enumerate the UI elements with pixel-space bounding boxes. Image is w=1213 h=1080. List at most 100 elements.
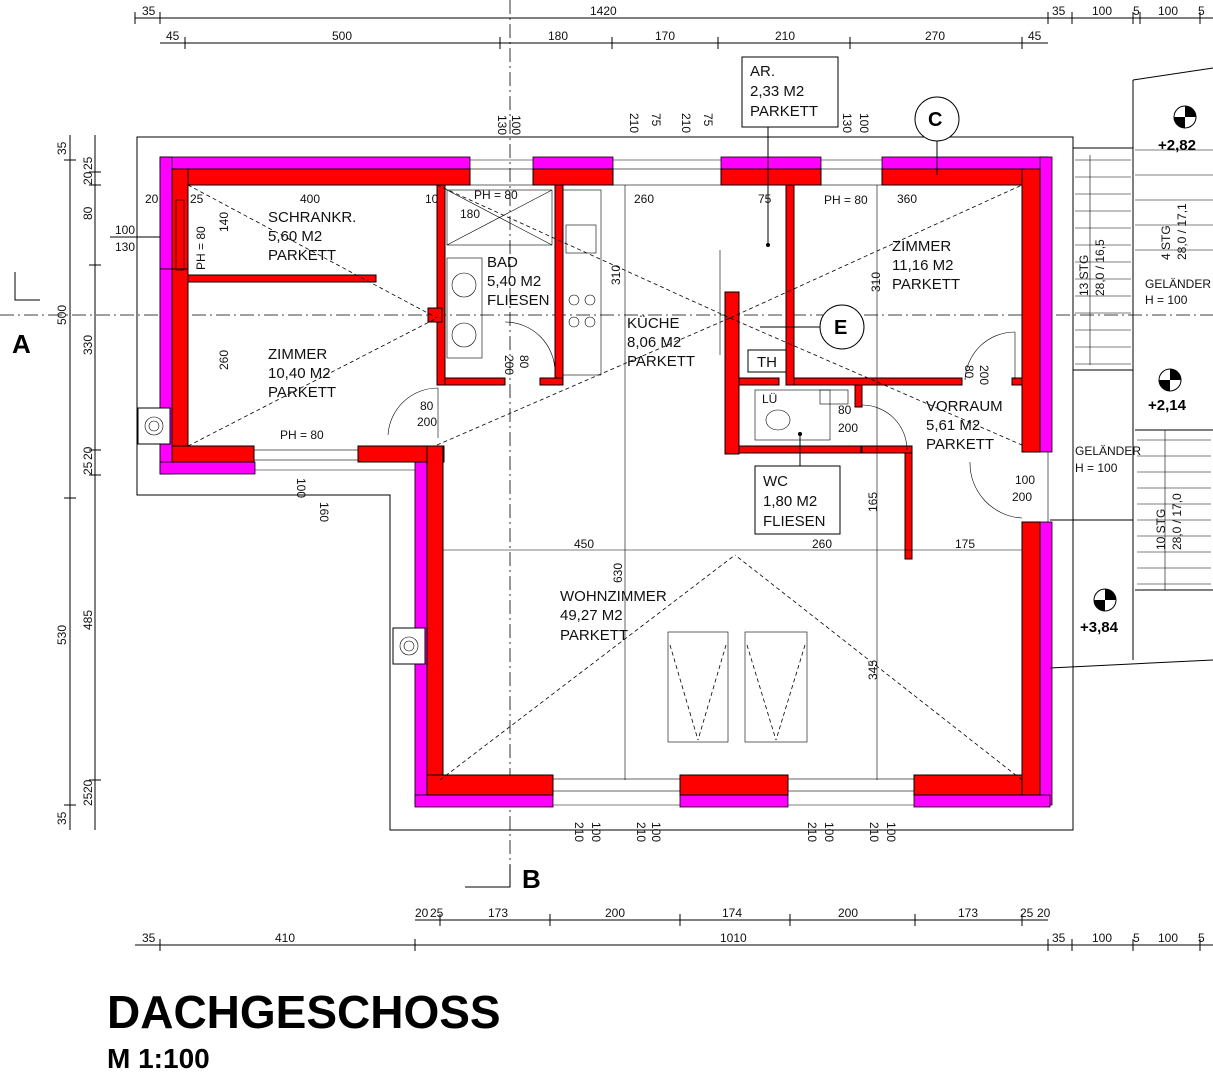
room-area: 5,61 M2: [926, 417, 980, 434]
door-3-width: 80: [962, 365, 976, 379]
room-area: 5,40 M2: [487, 273, 541, 290]
dim-left-485: 485: [81, 610, 95, 630]
dim-inner-100a: 100: [294, 478, 308, 498]
axis-lines: [0, 0, 1213, 870]
stairs-mid-count: 4 STG: [1159, 225, 1173, 260]
dim-inner-100b: 100: [509, 115, 523, 135]
room-area: 8,06 M2: [627, 334, 681, 351]
door-arcs: [387, 250, 1023, 519]
dim-left-500: 500: [55, 305, 69, 325]
room-vorraum: VORRAUM 5,61 M2 PARKETT: [926, 398, 1003, 453]
dim-inner-75a: 75: [649, 113, 663, 127]
windows: [175, 168, 915, 792]
room-name: SCHRANKR.: [268, 209, 356, 226]
room-schrankraum: SCHRANKR. 5,60 M2 PARKETT: [268, 209, 356, 264]
door-1-width: 80: [420, 399, 434, 413]
dim-top-35b: 35: [1052, 4, 1066, 18]
railing-height-2: H = 100: [1075, 461, 1118, 475]
room-wohnzimmer: WOHNZIMMER 49,27 M2 PARKETT: [560, 588, 667, 644]
axis-c-label: C: [928, 109, 942, 131]
page-title: DACHGESCHOSS: [107, 986, 501, 1038]
staircase: [1049, 67, 1213, 669]
dim-bottom2-1010: 1010: [720, 931, 747, 945]
dim-inner-360: 360: [897, 192, 917, 206]
door-4-width: 80: [838, 403, 852, 417]
th-box: [747, 349, 787, 373]
dim-bottom2-5b: 5: [1198, 931, 1205, 945]
dim-bottom2-35b: 35: [1052, 931, 1066, 945]
dim-inner-175: 175: [955, 537, 975, 551]
room-floor: PARKETT: [627, 353, 695, 370]
dim-left-25a: 25: [81, 156, 95, 170]
dim-left-35a: 35: [55, 141, 69, 155]
dim-bottom2-410: 410: [275, 931, 295, 945]
dim-bottom-200a: 200: [605, 906, 625, 920]
room-floor: PARKETT: [892, 276, 960, 293]
dim-top-5b: 5: [1198, 4, 1205, 18]
room-floor: PARKETT: [268, 247, 336, 264]
dim-inner-130a: 130: [495, 115, 509, 135]
door-5-width: 100: [1015, 473, 1035, 487]
dim-top-5a: 5: [1133, 4, 1140, 18]
room-kueche: KÜCHE 8,06 M2 PARKETT: [627, 314, 695, 370]
dim-inner-160: 160: [317, 502, 331, 522]
door-2-height: 200: [502, 355, 516, 375]
ar-label-box: [741, 56, 839, 128]
axis-e-label: E: [834, 317, 847, 339]
dim-left-20b: 20: [81, 446, 95, 460]
railing-label-1: GELÄNDER: [1145, 277, 1211, 291]
dim-inner-75b: 75: [701, 113, 715, 127]
room-name: AR.: [750, 63, 775, 80]
room-name: ZIMMER: [268, 346, 327, 363]
dim-top-100a: 100: [1092, 4, 1112, 18]
dimension-lines: [64, 12, 1213, 951]
room-floor: FLIESEN: [763, 513, 826, 530]
dim-bottom2-100a: 100: [1092, 931, 1112, 945]
room-zimmer-left: ZIMMER 10,40 M2 PARKETT: [268, 346, 336, 401]
ph-label-zimmer-left: PH = 80: [280, 428, 324, 442]
dim-top2-500: 500: [332, 29, 352, 43]
dim-inner-630: 630: [611, 563, 625, 583]
dim-inner-100g: 100: [884, 822, 898, 842]
level-label-1: +2,82: [1158, 137, 1196, 154]
dim-top2-270: 270: [925, 29, 945, 43]
stairs-lower-ratio: 28,0 / 17,0: [1170, 493, 1184, 550]
dim-left-35b: 35: [55, 811, 69, 825]
room-floor: FLIESEN: [487, 292, 550, 309]
level-label-3: +3,84: [1080, 619, 1119, 636]
room-area: 5,60 M2: [268, 228, 322, 245]
dim-left-100: 100: [115, 223, 135, 237]
dim-left-80: 80: [81, 206, 95, 220]
dim-left-330: 330: [81, 335, 95, 355]
dim-inner-310b: 310: [869, 272, 883, 292]
dim-left-25c: 25: [81, 792, 95, 806]
dim-left-20a: 20: [81, 171, 95, 185]
dim-inner-100e: 100: [649, 822, 663, 842]
dim-inner-130b: 130: [840, 113, 854, 133]
section-a-label: A: [12, 329, 31, 359]
dim-top2-180: 180: [548, 29, 568, 43]
dim-left-25b: 25: [81, 461, 95, 475]
room-area: 2,33 M2: [750, 83, 804, 100]
door-3-height: 200: [977, 365, 991, 385]
dim-bottom2-5a: 5: [1133, 931, 1140, 945]
dim-inner-260c: 260: [812, 537, 832, 551]
dim-inner-210d: 210: [634, 822, 648, 842]
door-4-height: 200: [838, 421, 858, 435]
dim-bottom-173b: 173: [958, 906, 978, 920]
dim-inner-100f: 100: [822, 822, 836, 842]
dim-top2-210: 210: [775, 29, 795, 43]
railing-label-2: GELÄNDER: [1075, 444, 1141, 458]
stair-treads: [1075, 149, 1213, 585]
level-marker-icons: [1093, 105, 1197, 612]
dim-inner-210b: 210: [679, 113, 693, 133]
dim-inner-400: 400: [300, 192, 320, 206]
stairs-upper-ratio: 28,0 / 16,5: [1093, 239, 1107, 296]
dim-inner-165: 165: [866, 492, 880, 512]
dim-inner-210a: 210: [627, 113, 641, 133]
dim-left-530: 530: [55, 625, 69, 645]
dim-inner-75: 75: [758, 192, 772, 206]
dim-inner-310a: 310: [609, 265, 623, 285]
dim-inner-10: 10: [425, 192, 439, 206]
